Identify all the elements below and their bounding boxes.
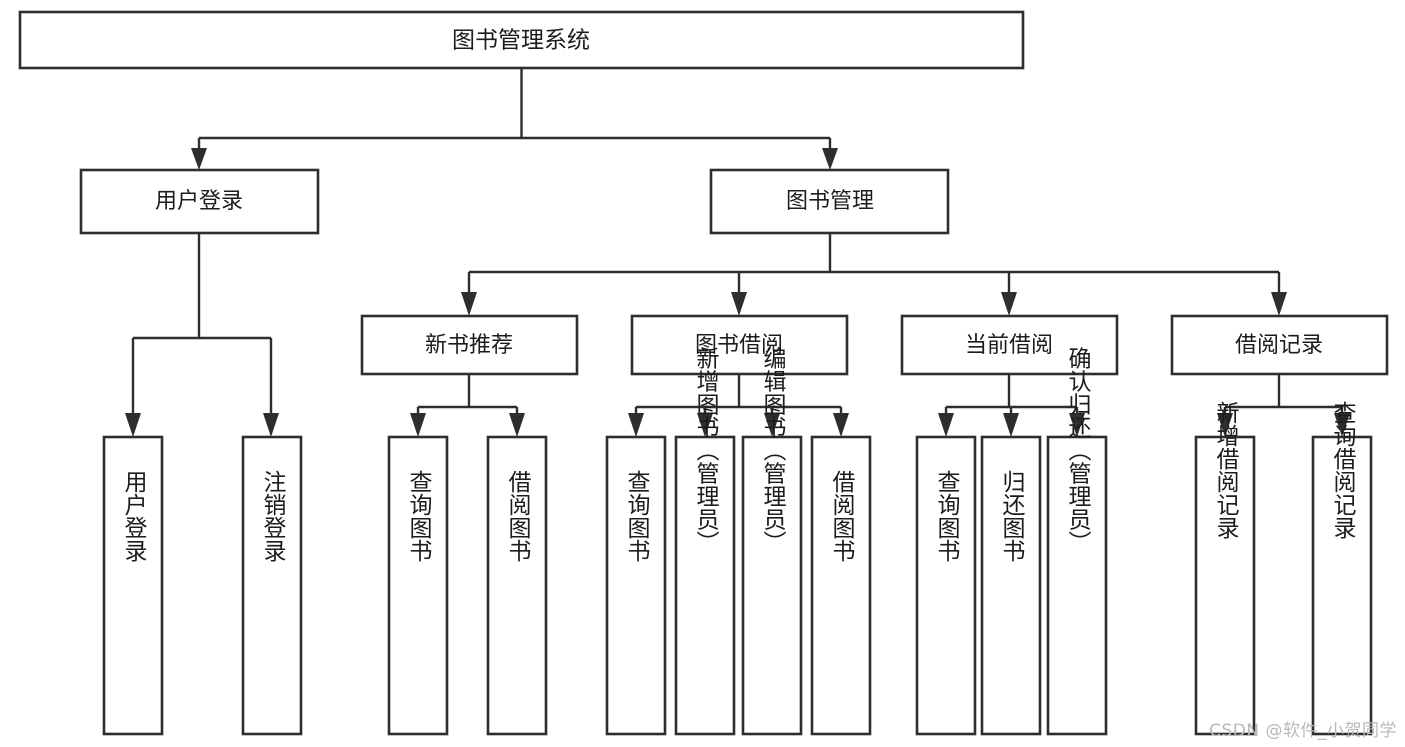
node-root[interactable]: 图书管理系统	[18, 10, 1025, 70]
leaf-br-add-record-label: 新增借阅记录	[1212, 401, 1240, 539]
node-new-book-recommend-box[interactable]	[360, 314, 579, 376]
leaf-cb-return-book-box[interactable]	[980, 435, 1042, 736]
leaf-br-add-record[interactable]: 新增借阅记录	[1194, 401, 1256, 736]
arrow-head-new-book	[461, 292, 477, 316]
leaf-bb-add-book[interactable]: 新增图书（管理员）	[674, 347, 736, 736]
leaf-cb-confirm-return-box[interactable]	[1046, 435, 1108, 736]
node-book-borrow[interactable]: 图书借阅	[630, 314, 849, 376]
leaf-bb-edit-book-label: 编辑图书（管理员）	[759, 347, 787, 554]
leaf-user-login-label: 用户登录	[120, 470, 148, 562]
arrow-head-bb-leaf-2	[697, 413, 713, 437]
leaf-nb-query-book-label: 查询图书	[405, 470, 433, 562]
arrow-head-book-manage	[822, 148, 838, 170]
leaf-br-query-record-box[interactable]	[1311, 435, 1373, 736]
node-current-borrow-label: 当前借阅	[965, 333, 1053, 358]
leaf-br-query-record[interactable]: 查询借阅记录	[1311, 401, 1373, 736]
leaf-bb-borrow-book[interactable]: 借阅图书	[810, 435, 872, 736]
leaf-br-add-record-box[interactable]	[1194, 435, 1256, 736]
leaf-nb-query-book-box[interactable]	[387, 435, 449, 736]
arrow-head-current-borrow	[1001, 292, 1017, 316]
arrow-head-br-leaf-2	[1334, 413, 1350, 437]
arrow-head-cb-leaf-3	[1069, 413, 1085, 437]
leaf-cb-return-book-label: 归还图书	[998, 470, 1026, 562]
node-user-login-label: 用户登录	[155, 189, 243, 214]
leaf-nb-borrow-book[interactable]: 借阅图书	[486, 435, 548, 736]
leaf-cb-query-book-box[interactable]	[915, 435, 977, 736]
leaf-nb-query-book[interactable]: 查询图书	[387, 435, 449, 736]
leaf-bb-borrow-book-label: 借阅图书	[828, 470, 856, 562]
arrow-head-cb-leaf-1	[938, 413, 954, 437]
leaf-bb-add-book-box[interactable]	[674, 435, 736, 736]
leaf-bb-query-book[interactable]: 查询图书	[605, 435, 667, 736]
leaf-user-login-box[interactable]	[102, 435, 164, 736]
arrow-head-br-leaf-1	[1217, 413, 1233, 437]
node-book-borrow-label: 图书借阅	[695, 333, 783, 358]
node-borrow-record[interactable]: 借阅记录	[1170, 314, 1389, 376]
node-borrow-record-box[interactable]	[1170, 314, 1389, 376]
node-book-manage-label: 图书管理	[786, 189, 874, 214]
node-user-login[interactable]: 用户登录	[79, 168, 320, 235]
node-current-borrow[interactable]: 当前借阅	[900, 314, 1119, 376]
leaf-bb-edit-book-box[interactable]	[741, 435, 803, 736]
arrow-head-user-login	[191, 148, 207, 170]
arrow-head-leaf-user-login	[125, 413, 141, 437]
leaf-user-login[interactable]: 用户登录	[102, 435, 164, 736]
leaf-br-query-record-label: 查询借阅记录	[1329, 401, 1357, 539]
arrow-head-borrow-record	[1271, 292, 1287, 316]
leaf-bb-edit-book[interactable]: 编辑图书（管理员）	[741, 347, 803, 736]
node-book-manage[interactable]: 图书管理	[709, 168, 950, 235]
leaf-cb-return-book[interactable]: 归还图书	[980, 435, 1042, 736]
node-user-login-box[interactable]	[79, 168, 320, 235]
node-new-book-recommend[interactable]: 新书推荐	[360, 314, 579, 376]
arrow-head-bb-leaf-1	[628, 413, 644, 437]
node-borrow-record-label: 借阅记录	[1235, 333, 1323, 358]
node-new-book-recommend-label: 新书推荐	[425, 333, 513, 358]
node-book-borrow-box[interactable]	[630, 314, 849, 376]
leaf-nb-borrow-book-label: 借阅图书	[504, 470, 532, 562]
connector-layer	[125, 68, 1350, 437]
arrow-head-nb-leaf-1	[410, 413, 426, 437]
arrow-head-book-borrow	[731, 292, 747, 316]
leaf-bb-add-book-label: 新增图书（管理员）	[692, 347, 720, 554]
leaf-cb-query-book-label: 查询图书	[933, 470, 961, 562]
leaf-cb-query-book[interactable]: 查询图书	[915, 435, 977, 736]
arrow-head-leaf-logout	[263, 413, 279, 437]
node-book-manage-box[interactable]	[709, 168, 950, 235]
node-root-box[interactable]	[18, 10, 1025, 70]
leaf-bb-query-book-box[interactable]	[605, 435, 667, 736]
leaf-logout[interactable]: 注销登录	[241, 435, 303, 736]
leaf-bb-borrow-book-box[interactable]	[810, 435, 872, 736]
arrow-head-cb-leaf-2	[1003, 413, 1019, 437]
node-root-label: 图书管理系统	[452, 28, 590, 54]
leaf-nb-borrow-book-box[interactable]	[486, 435, 548, 736]
arrow-head-bb-leaf-3	[764, 413, 780, 437]
arrow-head-nb-leaf-2	[509, 413, 525, 437]
leaf-bb-query-book-label: 查询图书	[623, 470, 651, 562]
node-current-borrow-box[interactable]	[900, 314, 1119, 376]
leaf-cb-confirm-return[interactable]: 确认归还（管理员）	[1046, 347, 1108, 736]
leaf-cb-confirm-return-label: 确认归还（管理员）	[1064, 347, 1092, 554]
arrow-head-bb-leaf-4	[833, 413, 849, 437]
leaf-logout-box[interactable]	[241, 435, 303, 736]
leaf-logout-label: 注销登录	[259, 470, 287, 562]
